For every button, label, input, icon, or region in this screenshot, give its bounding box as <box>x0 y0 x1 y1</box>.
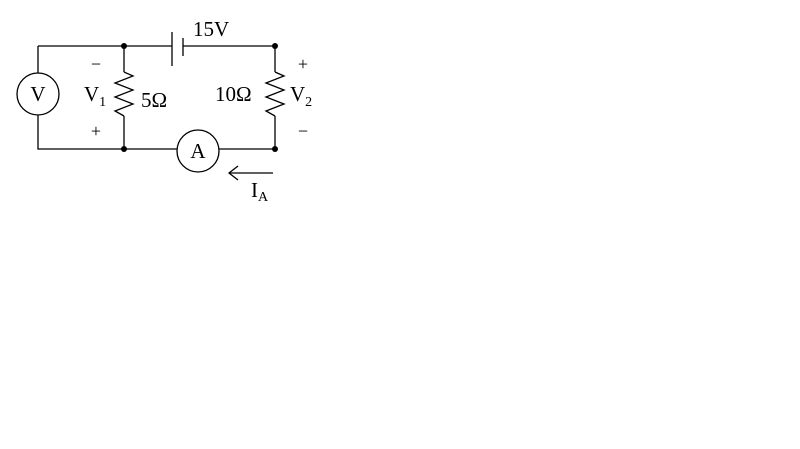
current-label: IA <box>251 178 269 205</box>
resistor-10-ohm-label: 10Ω <box>215 82 252 106</box>
v2-bottom-sign: − <box>298 121 308 141</box>
ammeter-circle <box>176 129 220 173</box>
v1-top-sign: − <box>91 54 101 74</box>
wire-left-vertical-bottom <box>37 114 124 150</box>
voltmeter-circle <box>16 72 60 116</box>
v1-label: V1 <box>84 82 106 110</box>
v2-top-sign: + <box>298 54 308 74</box>
resistor-5-ohm <box>113 71 135 117</box>
junction-top-left <box>121 43 127 49</box>
junction-bottom-right <box>272 146 278 152</box>
resistor-10-ohm <box>264 71 286 117</box>
junction-bottom-left <box>121 146 127 152</box>
voltmeter-label: V <box>30 82 45 106</box>
v1-bottom-sign: + <box>91 121 101 141</box>
junction-top-right <box>272 43 278 49</box>
battery-label: 15V <box>193 17 229 41</box>
current-arrow <box>227 165 273 181</box>
ammeter-label: A <box>190 139 206 163</box>
v2-label: V2 <box>290 82 312 110</box>
ammeter: A <box>176 129 220 173</box>
current-arrow-head <box>227 165 239 181</box>
resistor-5-ohm-label: 5Ω <box>141 88 167 112</box>
voltmeter: V <box>16 72 60 116</box>
battery <box>171 32 184 66</box>
